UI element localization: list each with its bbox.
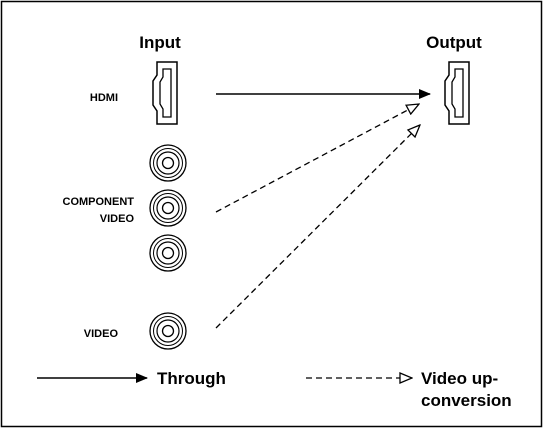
hdmi-output-port-icon <box>444 61 470 125</box>
video-upconversion-arrow <box>215 125 420 329</box>
video-label: VIDEO <box>84 328 119 340</box>
hdmi-input-port-icon <box>152 61 178 125</box>
component-label-line1: COMPONENT <box>63 196 135 208</box>
legend-through-label: Through <box>157 369 226 388</box>
component-label-line2: VIDEO <box>100 213 135 225</box>
component-jack-2-icon <box>149 189 187 227</box>
legend-upconversion-line1: Video up- <box>421 369 498 388</box>
video-jack-icon <box>149 312 187 350</box>
legend-upconversion-line2: conversion <box>421 391 512 410</box>
hdmi-label: HDMI <box>90 92 118 104</box>
component-jack-3-icon <box>149 234 187 272</box>
output-header: Output <box>426 33 482 52</box>
component-upconversion-arrow <box>215 104 419 213</box>
input-header: Input <box>139 33 181 52</box>
component-jack-1-icon <box>149 144 187 182</box>
